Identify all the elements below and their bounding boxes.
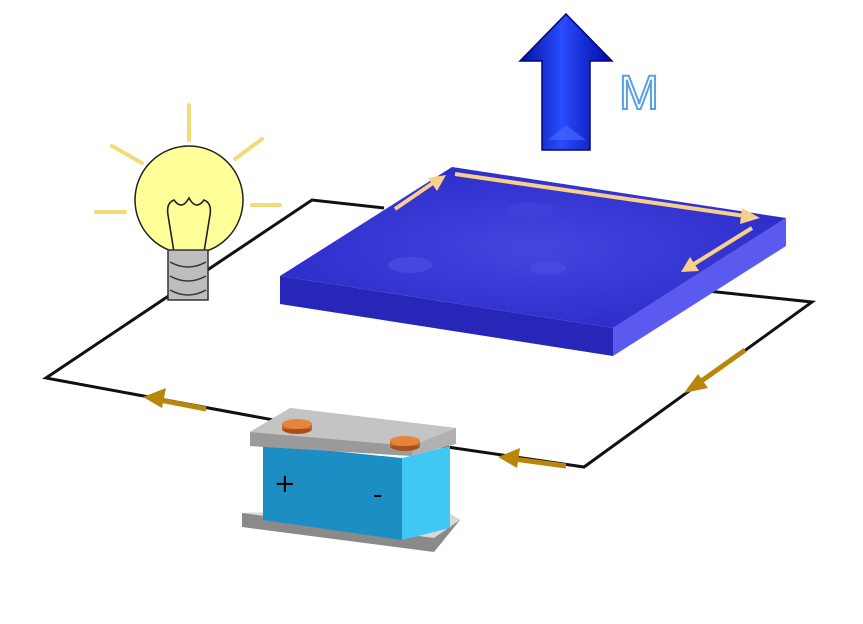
magnetization-arrow <box>518 12 614 151</box>
light-bulb <box>94 103 282 301</box>
battery-terminal-left <box>282 419 312 434</box>
bulb-glass <box>134 145 244 255</box>
magnetization-label: M <box>619 67 659 120</box>
slab-top-face <box>280 167 786 328</box>
bulb-rays <box>94 103 282 214</box>
battery-body-front <box>263 444 402 540</box>
slab-front-face <box>280 276 613 356</box>
battery-terminal-right <box>390 436 420 451</box>
battery-minus-label: - <box>373 480 382 510</box>
edge-arrow-top <box>454 172 760 224</box>
battery: + - <box>242 408 460 552</box>
magnetic-slab <box>280 167 786 356</box>
edge-arrow-right <box>681 226 754 272</box>
bulb-base <box>167 249 209 301</box>
current-arrow-right <box>684 347 747 393</box>
current-arrow-left <box>143 388 207 412</box>
edge-arrow-left <box>393 175 446 211</box>
bulb-filament <box>166 196 212 253</box>
battery-plus-label: + <box>274 469 296 499</box>
current-arrow-bottom <box>498 448 567 469</box>
edge-current-arrows <box>393 172 760 272</box>
battery-body-side <box>402 446 450 540</box>
slab-side-face <box>613 218 786 356</box>
current-arrows <box>143 347 747 469</box>
